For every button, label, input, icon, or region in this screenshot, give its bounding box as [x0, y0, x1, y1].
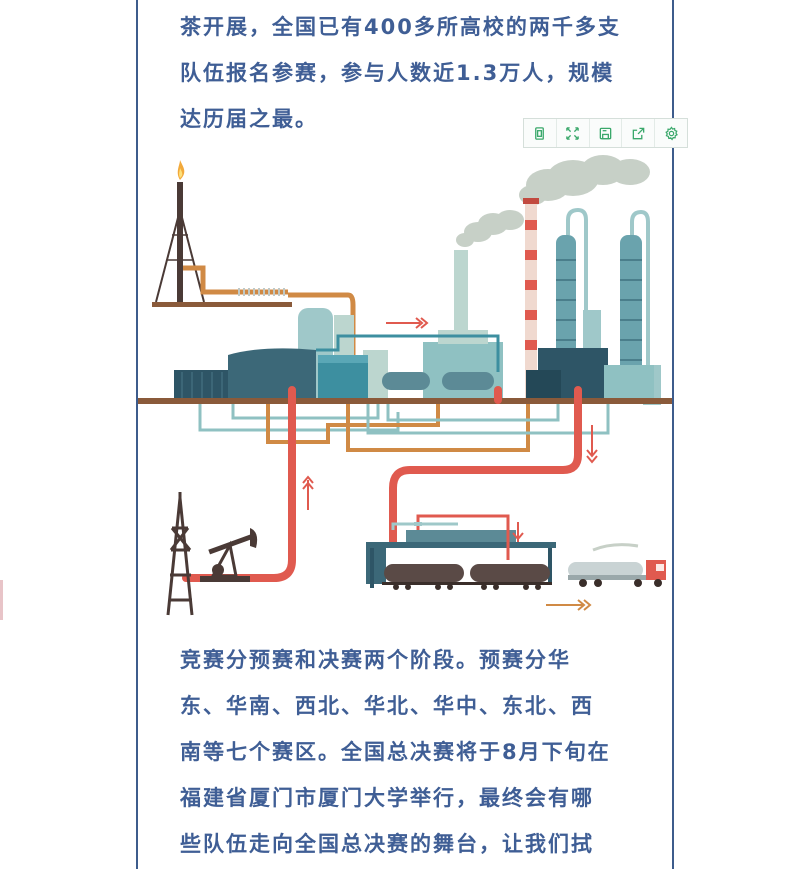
pump-jack-icon	[200, 528, 258, 582]
oil-rig-icon	[166, 492, 194, 616]
underground-pipes	[198, 404, 610, 452]
flow-arrow-icon	[302, 425, 598, 510]
oil-gas-industry-illustration	[138, 155, 672, 616]
paragraph-line: 些队伍走向全国总决赛的舞台，让我们拭	[180, 832, 594, 856]
loading-station	[366, 514, 556, 588]
fullscreen-button[interactable]	[557, 119, 590, 147]
pressure-tank	[382, 372, 494, 390]
share-icon	[632, 127, 645, 139]
smoke-cloud	[456, 155, 650, 247]
paragraph-line: 竞赛分预赛和决赛两个阶段。预赛分华	[180, 648, 571, 672]
left-edge-mark-red	[0, 580, 3, 620]
image-toolbar	[523, 118, 688, 148]
flow-arrow-icon	[386, 317, 429, 329]
share-button[interactable]	[622, 119, 656, 147]
article-paragraph: 竞赛分预赛和决赛两个阶段。预赛分华 东、华南、西北、华北、华中、东北、西 南等七…	[180, 637, 640, 867]
fullscreen-icon	[566, 126, 579, 140]
pipe-teal	[316, 334, 500, 372]
settings-button[interactable]	[655, 119, 687, 147]
flare-derrick-icon	[152, 160, 292, 307]
copy-button[interactable]	[524, 119, 557, 147]
storage-tank	[526, 348, 654, 400]
save-button[interactable]	[590, 119, 623, 147]
pipe-orange	[288, 292, 356, 365]
paragraph-line: 达历届之最。	[180, 107, 318, 131]
striped-chimney-icon	[523, 198, 539, 402]
paragraph-line: 队伍报名参赛，参与人数近1.3万人，规模	[180, 61, 615, 85]
pipe-red	[182, 386, 582, 582]
paragraph-line: 福建省厦门市厦门大学举行，最终会有哪	[180, 786, 594, 810]
copy-icon	[535, 126, 545, 140]
settings-icon	[664, 125, 678, 140]
tank-car-icon	[382, 564, 552, 590]
paragraph-line: 南等七个赛区。全国总决赛将于8月下旬在	[180, 740, 611, 764]
paragraph-line: 茶开展，全国已有400多所高校的两千多支	[180, 15, 621, 39]
article-paragraph: 茶开展，全国已有400多所高校的两千多支 队伍报名参赛，参与人数近1.3万人，规…	[180, 4, 640, 142]
paragraph-line: 东、华南、西北、华北、华中、东北、西	[180, 694, 594, 718]
flow-arrow-icon	[546, 599, 592, 611]
flow-arrow-icon	[512, 522, 524, 542]
save-icon	[599, 127, 612, 139]
ground-line	[138, 398, 672, 404]
tanker-truck-icon	[568, 543, 666, 587]
